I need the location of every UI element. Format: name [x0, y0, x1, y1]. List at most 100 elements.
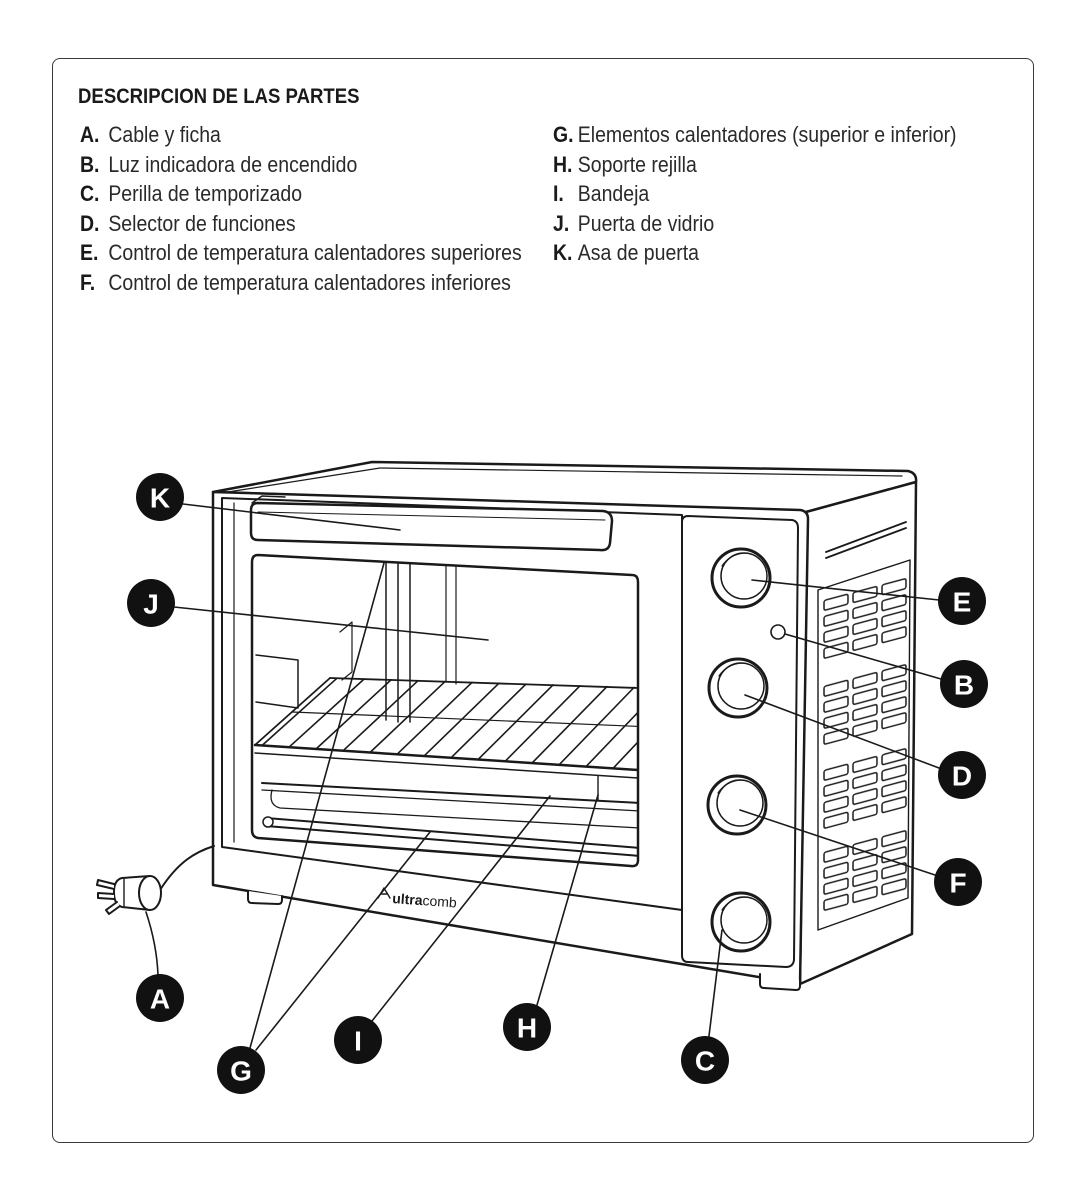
callout-j: J: [127, 579, 175, 627]
knob-timer: [710, 891, 772, 953]
callout-b-label: B: [954, 670, 974, 701]
rack-wire: [315, 679, 392, 750]
callout-j-label: J: [143, 589, 159, 620]
rack-wire: [477, 684, 554, 761]
part-letter: C.: [80, 181, 100, 207]
callout-f: F: [934, 858, 982, 906]
rack-wire: [450, 683, 527, 759]
part-letter: G.: [553, 122, 574, 147]
part-letter: E.: [80, 240, 99, 266]
part-label: Soporte rejilla: [577, 151, 697, 177]
power-cord: [159, 845, 215, 891]
part-h: H. Soporte rejilla: [553, 150, 957, 180]
rack-wire: [585, 687, 638, 768]
leader-c: [708, 929, 723, 1037]
callout-g-label: G: [230, 1056, 252, 1087]
power-indicator-light: [770, 624, 786, 640]
rack-cross-wire: [291, 711, 638, 730]
part-f: F. Control de temperatura calentadores i…: [80, 268, 522, 298]
part-letter: I.: [553, 181, 564, 207]
part-g: G. Elementos calentadores (superior e in…: [553, 120, 957, 150]
part-letter: F.: [80, 269, 96, 295]
door-handle-edge: [257, 511, 606, 521]
callout-h-label: H: [517, 1013, 537, 1044]
part-i: I. Bandeja: [553, 179, 957, 209]
callout-a-label: A: [150, 984, 170, 1015]
callout-b: B: [940, 660, 988, 708]
leader-i: [371, 795, 551, 1022]
brand-light: comb: [422, 892, 457, 910]
leader-e: [751, 579, 940, 601]
vent-group-4: [822, 826, 908, 914]
part-label: Asa de puerta: [577, 240, 700, 266]
part-letter: B.: [80, 151, 100, 177]
brand-bold: ultra: [392, 890, 424, 908]
knob-temp-lower: [706, 774, 768, 836]
part-letter: H.: [553, 151, 573, 177]
callout-a: A: [136, 974, 184, 1022]
side-top-slot: [825, 521, 907, 559]
oven-top-rim: [227, 467, 903, 493]
glass-window: [250, 553, 640, 868]
rack-wire: [261, 677, 338, 747]
callout-k: K: [136, 473, 184, 521]
plug-prong: [97, 892, 115, 900]
part-e: E. Control de temperatura calentadores s…: [80, 238, 522, 268]
callout-c-label: C: [695, 1046, 715, 1077]
power-plug: [96, 875, 162, 915]
rack-front-bar: [253, 743, 638, 776]
rack-front-bar-lower: [254, 752, 638, 783]
lower-heating-element: [262, 816, 638, 857]
part-label: Luz indicadora de encendido: [108, 151, 358, 177]
rack-wire: [504, 685, 581, 763]
knob-temp-upper: [710, 547, 772, 609]
rack-wire: [558, 686, 635, 766]
vent-group-1: [822, 574, 908, 660]
vent-group-3: [822, 744, 908, 830]
callout-g: G: [217, 1046, 265, 1094]
knob-function-selector: [707, 657, 769, 719]
part-k: K. Asa de puerta: [553, 238, 957, 268]
part-c: C. Perilla de temporizado: [80, 179, 522, 209]
rack-wire: [342, 679, 419, 752]
leader-k: [182, 503, 401, 531]
part-label: Selector de funciones: [108, 210, 296, 236]
callout-d: D: [938, 751, 986, 799]
oven-interior: [253, 559, 638, 857]
parts-list-left: A. Cable y ficha B. Luz indicadora de en…: [80, 120, 522, 298]
callout-f-label: F: [949, 868, 966, 899]
part-label: Control de temperatura calentadores supe…: [108, 240, 522, 266]
upper-heating-element: [385, 559, 457, 723]
callout-h: H: [503, 1003, 551, 1051]
part-letter: D.: [80, 210, 100, 236]
leader-b: [784, 633, 942, 680]
callout-e-label: E: [953, 587, 972, 618]
rack-wire: [423, 682, 500, 757]
rack-wire: [531, 685, 608, 764]
leader-g-upper: [249, 562, 385, 1049]
part-letter: A.: [80, 122, 100, 147]
callout-e: E: [938, 577, 986, 625]
wire-rack: [253, 677, 638, 801]
rack-wire: [396, 681, 473, 756]
callout-d-label: D: [952, 761, 972, 792]
part-label: Perilla de temporizado: [108, 181, 303, 207]
vent-panel-frame: [817, 559, 911, 931]
control-panel: [681, 515, 799, 968]
leader-h: [536, 794, 599, 1006]
part-label: Bandeja: [577, 181, 650, 207]
leader-a: [145, 911, 159, 976]
part-d: D. Selector de funciones: [80, 209, 522, 239]
callout-i: I: [334, 1016, 382, 1064]
part-a: A. Cable y ficha: [80, 120, 522, 150]
part-b: B. Luz indicadora de encendido: [80, 150, 522, 180]
leader-g-lower: [255, 831, 431, 1051]
leader-d: [744, 694, 940, 769]
part-letter: K.: [553, 240, 573, 266]
callout-k-label: K: [150, 483, 170, 514]
back-wall-bracket: [339, 621, 353, 681]
parts-list-right: G. Elementos calentadores (superior e in…: [553, 120, 957, 268]
plug-prong: [96, 879, 115, 890]
leader-j: [173, 606, 489, 641]
